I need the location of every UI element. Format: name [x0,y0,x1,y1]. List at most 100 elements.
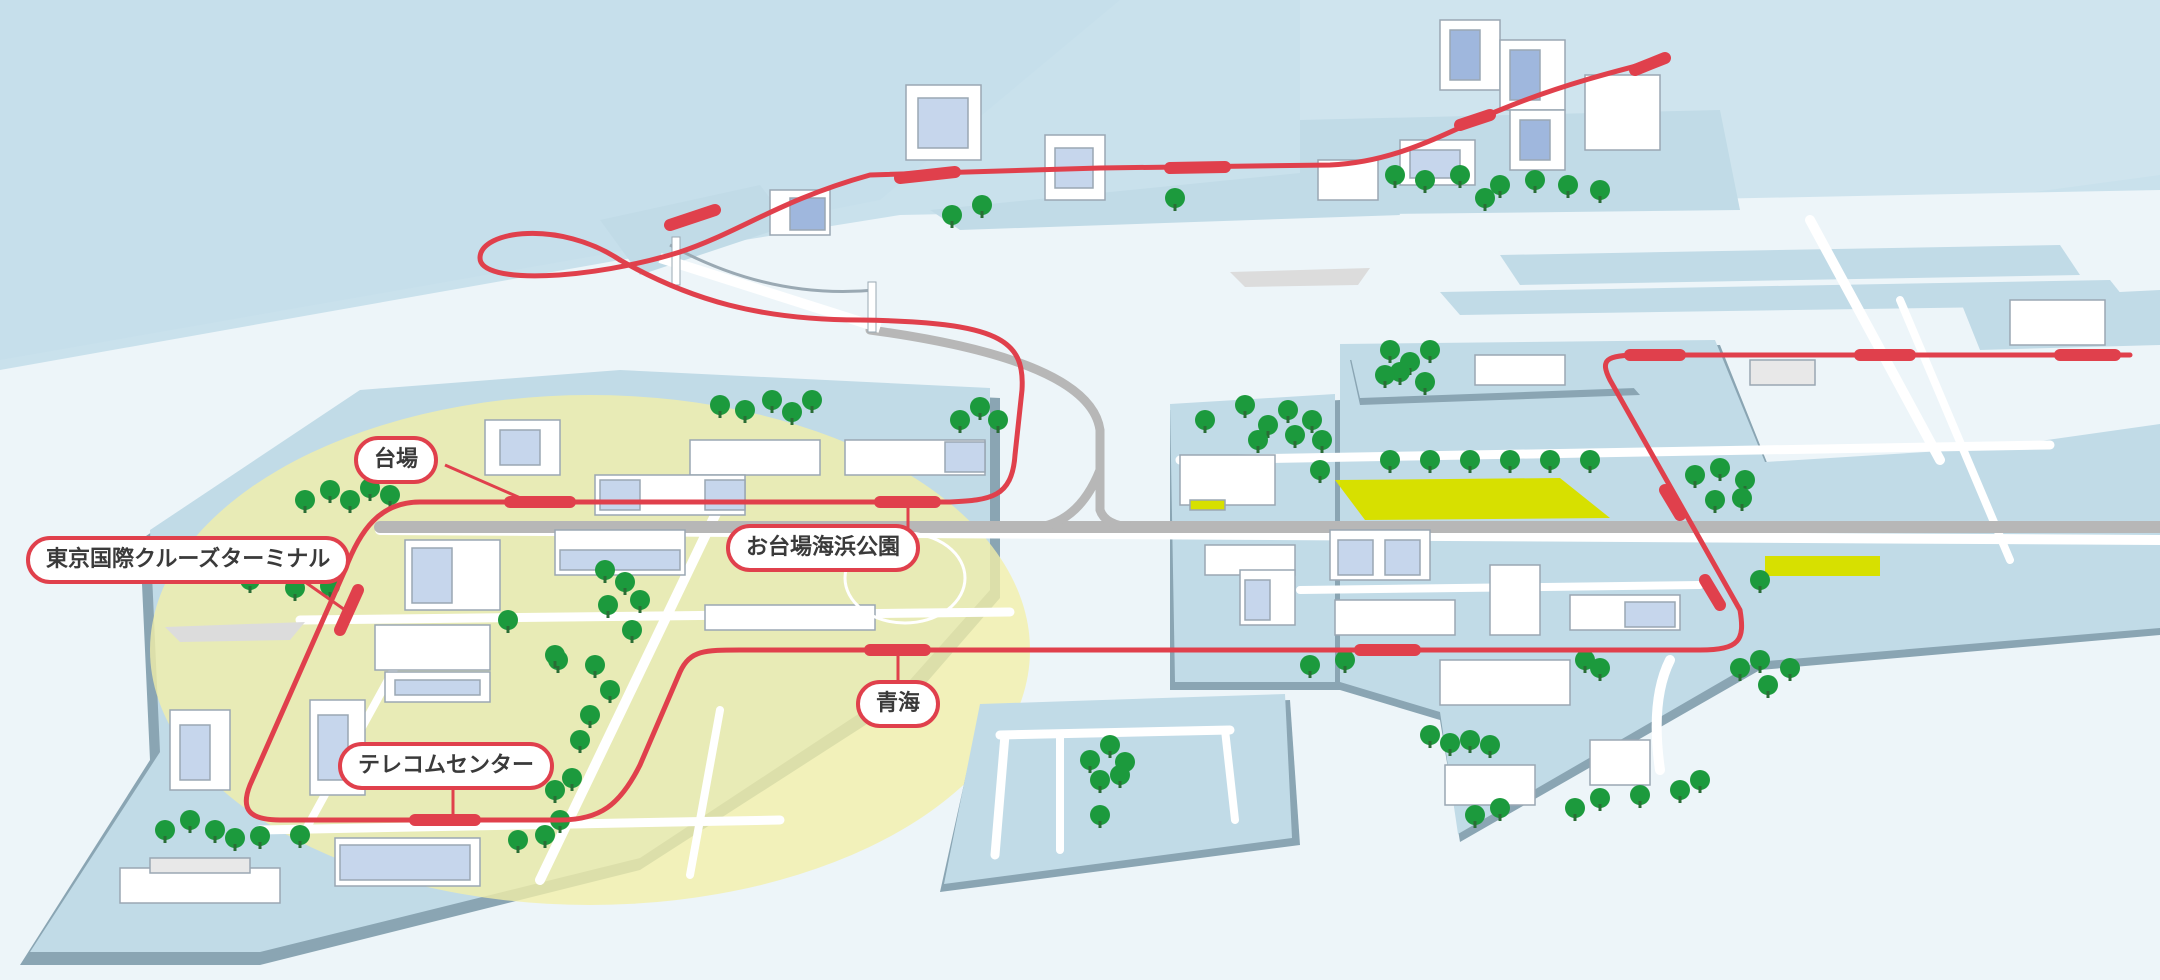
tree-trunk [328,496,332,503]
tree [180,810,200,830]
tree [1590,658,1610,678]
tree [782,402,802,422]
tree-trunk [1468,466,1472,473]
building [1749,359,1816,386]
tree [545,645,565,665]
building [374,624,491,671]
tree-trunk [233,844,237,851]
tree [225,828,245,848]
bridge-tower [671,236,681,286]
tree-trunk [1398,378,1402,385]
tree-trunk [1693,481,1697,488]
tree-trunk [1383,381,1387,388]
building [1474,354,1566,386]
tree-trunk [1320,446,1324,453]
tree [1500,450,1520,470]
tree [1440,733,1460,753]
tree-trunk [980,211,984,218]
building [334,837,481,887]
tree [942,205,962,225]
tree [295,490,315,510]
tree [1080,750,1100,770]
tree-trunk [1758,666,1762,673]
tree-trunk [1738,674,1742,681]
station-label-tokyo-kokusai-cruise-terminal[interactable]: 東京国際クルーズターミナル [26,536,351,584]
track-marker [1454,109,1496,131]
station-label-daiba[interactable]: 台場 [354,436,439,484]
tree-trunk [163,836,167,843]
tree-trunk [1598,196,1602,203]
tree [762,390,782,410]
building [1439,19,1501,91]
station-label-telecom-center[interactable]: テレコムセンター [338,742,555,790]
tree [735,400,755,420]
tree-trunk [293,594,297,601]
tree-trunk [578,746,582,753]
road [1175,440,2055,465]
tree-trunk [1498,191,1502,198]
tree-trunk [248,586,252,593]
tree [1165,188,1185,208]
tree [1090,805,1110,825]
building [384,671,491,703]
tree-trunk [1638,801,1642,808]
tree [320,480,340,500]
tree [205,820,225,840]
tree-trunk [328,592,332,599]
tree-trunk [1473,821,1477,828]
tree [250,826,270,846]
tree-trunk [1766,691,1770,698]
tree-trunk [1498,814,1502,821]
tree [1375,365,1395,385]
tree-trunk [1423,388,1427,395]
building [1499,39,1566,111]
tree [1235,395,1255,415]
tree-trunk [810,406,814,413]
tree [1110,765,1130,785]
building [1444,764,1536,806]
building [704,604,876,631]
tree [1710,458,1730,478]
tree [1258,415,1278,435]
tree [630,590,650,610]
tree [508,830,528,850]
tree [972,195,992,215]
tree-trunk [623,588,627,595]
tree [1090,770,1110,790]
building [1334,599,1456,636]
tree [1575,650,1595,670]
tree [1590,788,1610,808]
tree-trunk [258,842,262,849]
road [1896,296,2014,564]
tree [1450,165,1470,185]
tree-trunk [1388,466,1392,473]
ship [165,622,305,642]
tree-trunk [1698,786,1702,793]
tree [1420,450,1440,470]
tree [1558,175,1578,195]
track-marker [1659,484,1686,521]
building [1179,454,1276,511]
tree [1278,400,1298,420]
station-label-odaiba-kaihin-koen[interactable]: お台場海浜公園 [726,524,921,572]
tree [1490,798,1510,818]
tree-trunk [1740,504,1744,511]
station-label-aomi[interactable]: 青海 [856,680,941,728]
tree [1248,430,1268,450]
tree [498,610,518,630]
tree-trunk [608,696,612,703]
tree [1415,170,1435,190]
tree [340,490,360,510]
land-mass-north-left [0,0,1120,360]
road [995,725,1235,740]
tree-trunk [1408,368,1412,375]
tree-trunk [1293,441,1297,448]
tree [1690,770,1710,790]
tree [1310,460,1330,480]
tree-trunk [1388,356,1392,363]
tree [1735,470,1755,490]
tree-trunk [303,506,307,513]
south-island [944,694,1292,884]
tree-trunk [1448,749,1452,756]
